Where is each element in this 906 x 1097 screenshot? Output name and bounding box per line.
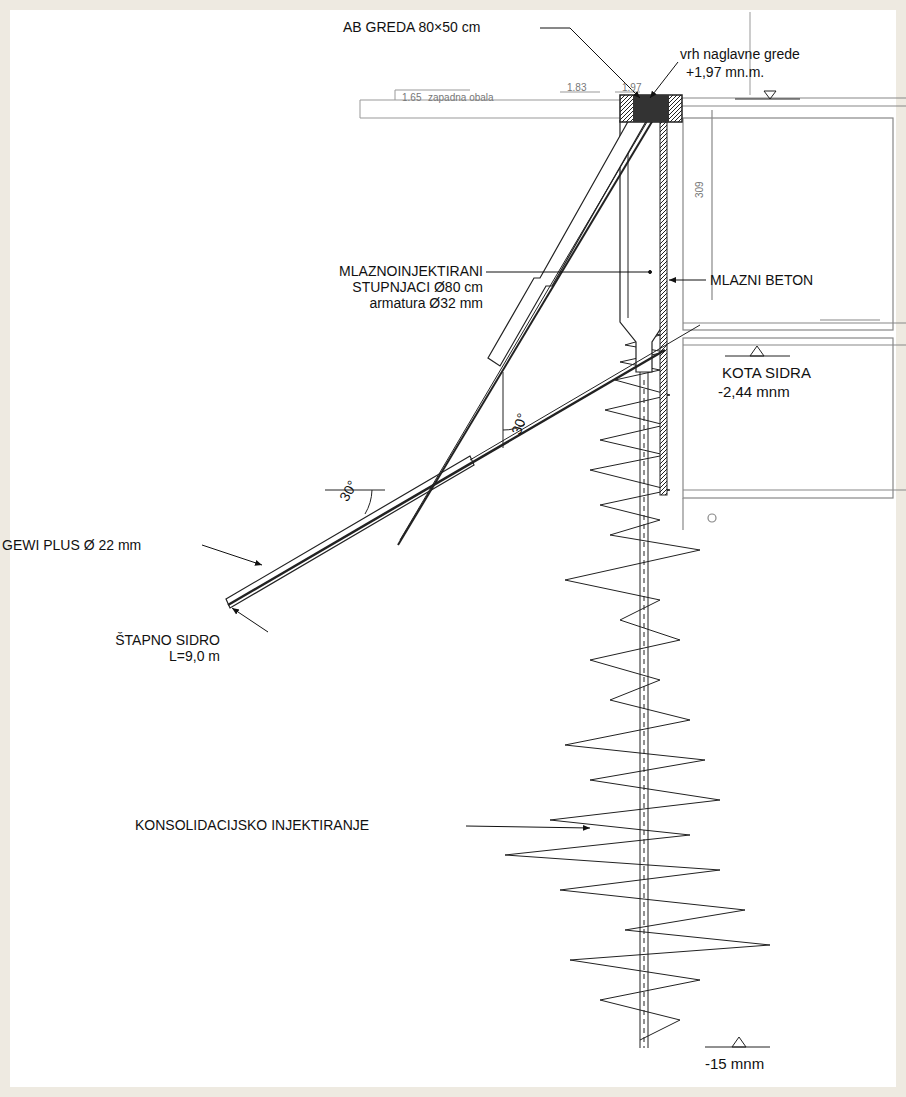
level-value: +1,97 mn.m. (686, 64, 764, 80)
elevation-value: 1.83 (567, 82, 586, 94)
callout-label: GEWI PLUS Ø 22 mm (2, 537, 141, 553)
callout-label: KONSOLIDACIJSKO INJEKTIRANJE (135, 817, 369, 833)
callout-label: AB GREDA 80×50 cm (343, 19, 480, 35)
dimension-value: 309 (694, 181, 706, 198)
callout-label: MLAZNOINJEKTIRANI STUPNJACI Ø80 cm armat… (305, 263, 483, 311)
level-value: -15 mnm (705, 1055, 764, 1072)
elevation-value: 1.97 (622, 82, 641, 94)
level-value: -2,44 mnm (718, 383, 790, 400)
level-label: KOTA SIDRA (722, 364, 811, 381)
callout-label: ŠTAPNO SIDRO L=9,0 m (90, 632, 220, 664)
place-name: zapadna obala (428, 92, 494, 104)
callout-label: MLAZNI BETON (710, 272, 813, 288)
elevation-value: 1.65 (402, 92, 421, 104)
level-label: vrh naglavne grede (680, 46, 800, 62)
